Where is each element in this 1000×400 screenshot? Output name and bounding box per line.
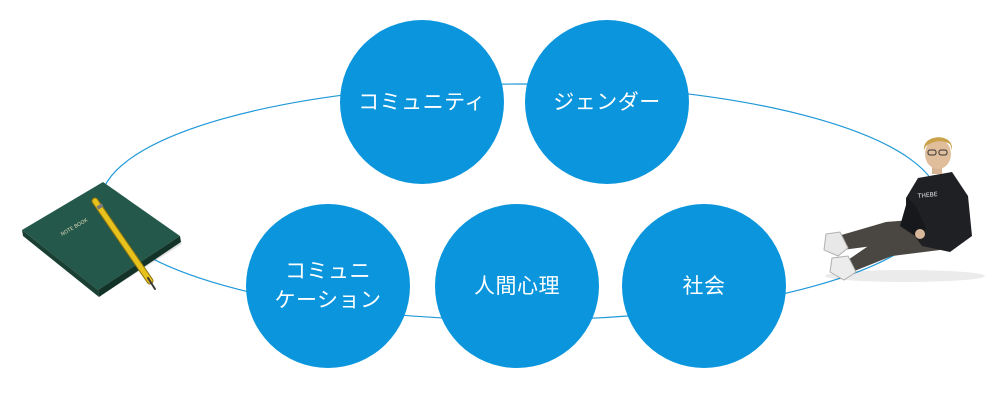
topic-community: コミュニティ: [340, 20, 504, 184]
topic-communication: コミュニ ケーション: [246, 204, 410, 368]
hoodie-text: THEBE: [916, 191, 938, 200]
topic-gender: ジェンダー: [525, 20, 689, 184]
pencil-icon: [91, 197, 156, 290]
topic-psychology: 人間心理: [435, 204, 599, 368]
person-sitting-icon: THEBE: [823, 137, 985, 282]
topic-society: 社会: [622, 204, 786, 368]
notebook-icon: NOTE BOOK: [22, 182, 182, 297]
